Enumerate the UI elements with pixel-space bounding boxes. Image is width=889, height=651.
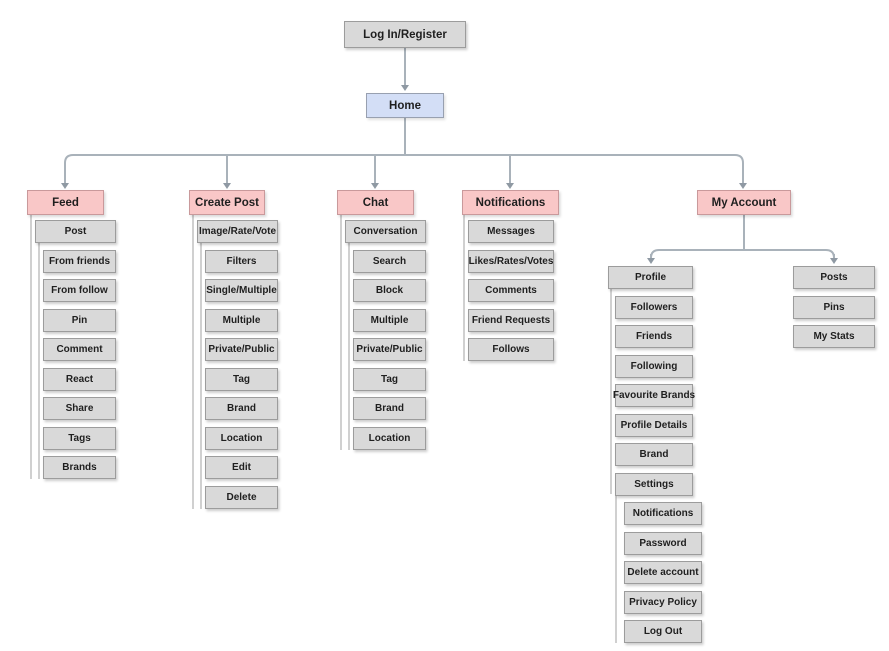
node-password: Password <box>624 532 702 555</box>
node-following: Following <box>615 355 693 378</box>
node-settings: Settings <box>615 473 693 496</box>
node-conversation: Conversation <box>345 220 426 243</box>
node-block: Block <box>353 279 426 302</box>
node-share: Share <box>43 397 116 420</box>
node-follows: Follows <box>468 338 554 361</box>
node-comment: Comment <box>43 338 116 361</box>
section-notifications: Notifications <box>462 190 559 215</box>
node-multiple-chat: Multiple <box>353 309 426 332</box>
node-brand-create: Brand <box>205 397 278 420</box>
node-search: Search <box>353 250 426 273</box>
connector-main <box>64 48 835 259</box>
node-friends: Friends <box>615 325 693 348</box>
node-tag-create: Tag <box>205 368 278 391</box>
node-location-create: Location <box>205 427 278 450</box>
node-post: Post <box>35 220 116 243</box>
node-tags: Tags <box>43 427 116 450</box>
node-home: Home <box>366 93 444 118</box>
node-brand-profile: Brand <box>615 443 693 466</box>
node-notifications-settings: Notifications <box>624 502 702 525</box>
arrowhead-icons <box>61 85 838 264</box>
node-my-stats: My Stats <box>793 325 875 348</box>
node-delete-account: Delete account <box>624 561 702 584</box>
node-tag-chat: Tag <box>353 368 426 391</box>
node-followers: Followers <box>615 296 693 319</box>
node-location-chat: Location <box>353 427 426 450</box>
node-image-rate-vote: Image/Rate/Vote <box>197 220 278 243</box>
node-profile: Profile <box>608 266 693 289</box>
node-private-public-chat: Private/Public <box>353 338 426 361</box>
node-login-register: Log In/Register <box>344 21 466 48</box>
node-delete: Delete <box>205 486 278 509</box>
node-pin: Pin <box>43 309 116 332</box>
node-friend-requests: Friend Requests <box>468 309 554 332</box>
node-react: React <box>43 368 116 391</box>
node-edit: Edit <box>205 456 278 479</box>
node-private-public-create: Private/Public <box>205 338 278 361</box>
node-brand-chat: Brand <box>353 397 426 420</box>
section-feed: Feed <box>27 190 104 215</box>
node-profile-details: Profile Details <box>615 414 693 437</box>
node-from-friends: From friends <box>43 250 116 273</box>
connector-rails <box>30 215 617 643</box>
node-likes-rates-votes: Likes/Rates/Votes <box>468 250 554 273</box>
node-privacy-policy: Privacy Policy <box>624 591 702 614</box>
node-multiple-create: Multiple <box>205 309 278 332</box>
node-from-follow: From follow <box>43 279 116 302</box>
section-create-post: Create Post <box>189 190 265 215</box>
node-log-out: Log Out <box>624 620 702 643</box>
node-brands: Brands <box>43 456 116 479</box>
node-messages: Messages <box>468 220 554 243</box>
node-pins: Pins <box>793 296 875 319</box>
node-filters: Filters <box>205 250 278 273</box>
node-single-multiple: Single/Multiple <box>205 279 278 302</box>
section-my-account: My Account <box>697 190 791 215</box>
node-favourite-brands: Favourite Brands <box>613 384 695 407</box>
node-posts: Posts <box>793 266 875 289</box>
section-chat: Chat <box>337 190 414 215</box>
node-comments: Comments <box>468 279 554 302</box>
